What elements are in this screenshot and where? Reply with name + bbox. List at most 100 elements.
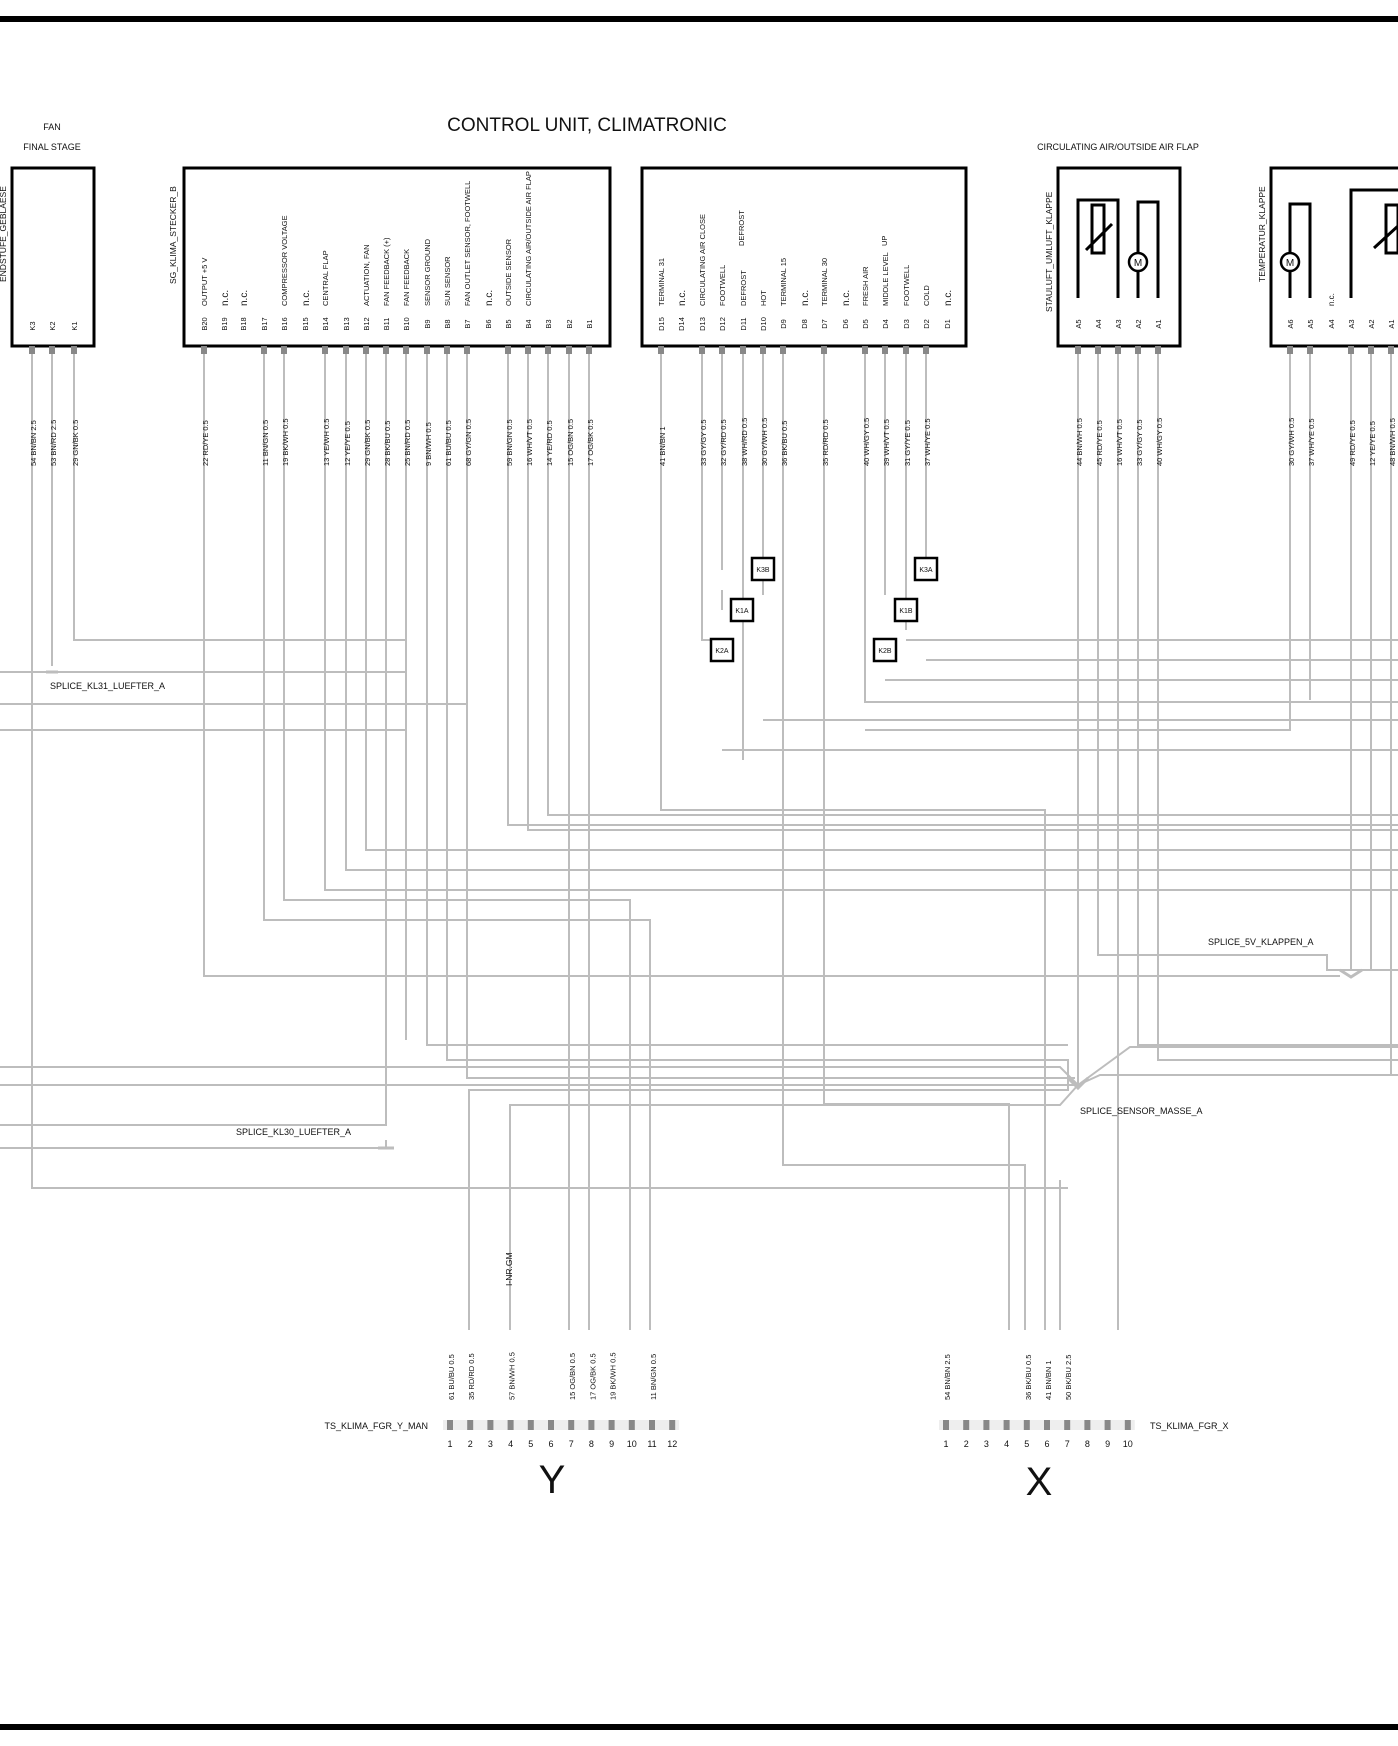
connector-b-pin-number: B9 <box>423 319 432 328</box>
fan-wire-label: 53 BN/RD 2.5 <box>49 420 58 466</box>
connector-d-pin-function: HOT <box>759 290 768 306</box>
fan-side-label: ENDSTUFE_GEBLAESE <box>0 186 8 282</box>
wire <box>1157 354 1398 1061</box>
pin-terminal <box>343 346 349 354</box>
connector-b-nc-label: n.c. <box>301 290 312 306</box>
pin-terminal <box>1368 346 1374 354</box>
connector-b-pin-number: B7 <box>463 319 472 328</box>
connector-b-pin-function: OUTPUT +5 V <box>200 258 209 306</box>
pin-terminal <box>201 346 207 354</box>
connector-x-letter: X <box>1026 1460 1053 1504</box>
connector-d-pin-number: D13 <box>698 317 707 331</box>
connector-d-pin-number: D14 <box>677 317 686 331</box>
connector-pin <box>487 1420 494 1430</box>
fan-pin-label: K1 <box>70 321 79 330</box>
connector-pin-number: 6 <box>1044 1439 1049 1449</box>
connector-wire-label: 54 BN/BN 2.5 <box>943 1354 952 1400</box>
wire <box>0 354 387 1126</box>
connector-y-name: TS_KLIMA_FGR_Y_MAN <box>324 1421 428 1431</box>
connector-d-pin-function: CIRCULATING AIR CLOSE <box>698 214 707 306</box>
connector-pin <box>943 1420 949 1430</box>
connector-d-pin-number: D2 <box>922 319 931 329</box>
connector-d-nc-label: n.c. <box>943 290 954 306</box>
pin-terminal <box>444 346 450 354</box>
connector-d-pin-function-2: UP <box>880 236 889 246</box>
connector-d-pin-function: MIDDLE LEVEL <box>881 252 890 306</box>
pin-terminal <box>281 346 287 354</box>
pin-terminal <box>780 346 786 354</box>
temp-flap-wire-label: 30 GY/WH 0.5 <box>1287 418 1296 466</box>
wire <box>263 354 651 1330</box>
relay-contact-label: K3A <box>919 567 933 574</box>
connector-b-side-label: SG_KLIMA_STECKER_B <box>168 186 178 284</box>
wire <box>782 354 1026 1330</box>
relay-contact-box <box>893 597 919 623</box>
connector-pin-number: 4 <box>1004 1439 1009 1449</box>
temp-flap-pin-number: A3 <box>1347 319 1356 328</box>
connector-d-pin-function: TERMINAL 31 <box>657 258 666 306</box>
pin-terminal <box>71 346 77 354</box>
connector-pin <box>507 1420 514 1430</box>
temp-flap-motor-label: M <box>1286 258 1294 269</box>
connector-pin-number: 11 <box>647 1439 656 1449</box>
connector-b-pin-function: SUN SENSOR <box>443 256 452 306</box>
connector-pin-number: 7 <box>1065 1439 1070 1449</box>
connector-b-wire-label: 59 BN/GN 0.5 <box>505 419 514 466</box>
connector-pin <box>669 1420 676 1430</box>
splice-kl30-label: SPLICE_KL30_LUEFTER_A <box>236 1127 351 1137</box>
connector-d-wire-label: 38 WH/RD 0.5 <box>740 418 749 466</box>
connector-b-pin-number: B8 <box>443 319 452 328</box>
connector-d-nc-label: n.c. <box>677 290 688 306</box>
connector-d-wire-label: 31 GY/YE 0.5 <box>903 420 912 466</box>
connector-b-pin-number: B5 <box>504 319 513 328</box>
connector-pin-number: 12 <box>667 1439 677 1449</box>
pin-terminal <box>740 346 746 354</box>
connector-d-pin-number: D15 <box>657 317 666 331</box>
connector-b-pin-function: SENSOR GROUND <box>423 238 432 306</box>
connector-b-pin-number: B12 <box>362 317 371 330</box>
temp-flap-symbol <box>1288 188 1398 298</box>
connector-b-wire-label: 29 GN/BK 0.5 <box>363 420 372 466</box>
pin-terminal <box>505 346 511 354</box>
connector-b-wire-label: 16 WH/VT 0.5 <box>525 419 534 466</box>
connector-pin <box>1044 1420 1050 1430</box>
wire <box>0 1066 1079 1086</box>
connector-d-wire-label: 30 GY/WH 0.5 <box>760 418 769 466</box>
pin-terminal <box>1115 346 1121 354</box>
connector-d-pin-number: D12 <box>718 317 727 331</box>
temp-flap-box <box>1269 166 1398 348</box>
connector-wire-label: 36 BK/BU 0.5 <box>1024 1355 1033 1400</box>
pin-terminal <box>1075 346 1081 354</box>
connector-wire-label: 11 BN/GN 0.5 <box>649 1354 658 1400</box>
connector-pin <box>568 1420 575 1430</box>
temp-flap-wire-label: 37 WH/YE 0.5 <box>1307 418 1316 466</box>
wire <box>73 354 407 641</box>
connector-b-pin-function: FAN FEEDBACK <box>402 249 411 306</box>
pin-terminal <box>699 346 705 354</box>
connector-pin-number: 1 <box>943 1439 948 1449</box>
connector-b-wire-label: 15 OG/BN 0.5 <box>566 419 575 466</box>
circ-flap-side-label: STAULUFT_UMLUFT_KLAPPE <box>1044 191 1054 312</box>
wire <box>466 354 1075 1079</box>
connector-pin-number: 5 <box>1024 1439 1029 1449</box>
connector-pin <box>649 1420 655 1430</box>
pin-terminal <box>49 346 55 354</box>
pin-terminal <box>1348 346 1354 354</box>
wire <box>823 354 1010 1330</box>
relay-contact-box <box>872 637 898 663</box>
connector-b-box <box>182 166 612 348</box>
relay-contact-label: K1B <box>899 608 913 615</box>
connector-pin-number: 9 <box>609 1439 614 1449</box>
connector-pin <box>1003 1420 1010 1430</box>
pin-terminal <box>261 346 267 354</box>
wire <box>345 354 1398 871</box>
bottom-border <box>0 1724 1398 1730</box>
connector-wire-label: 41 BN/BN 1 <box>1044 1360 1053 1400</box>
fan-wire-label: 29 GN/BK 0.5 <box>71 420 80 466</box>
connector-wire-label: 61 BU/BU 0.5 <box>447 1354 456 1400</box>
connector-b-pin-number: B10 <box>402 317 411 330</box>
